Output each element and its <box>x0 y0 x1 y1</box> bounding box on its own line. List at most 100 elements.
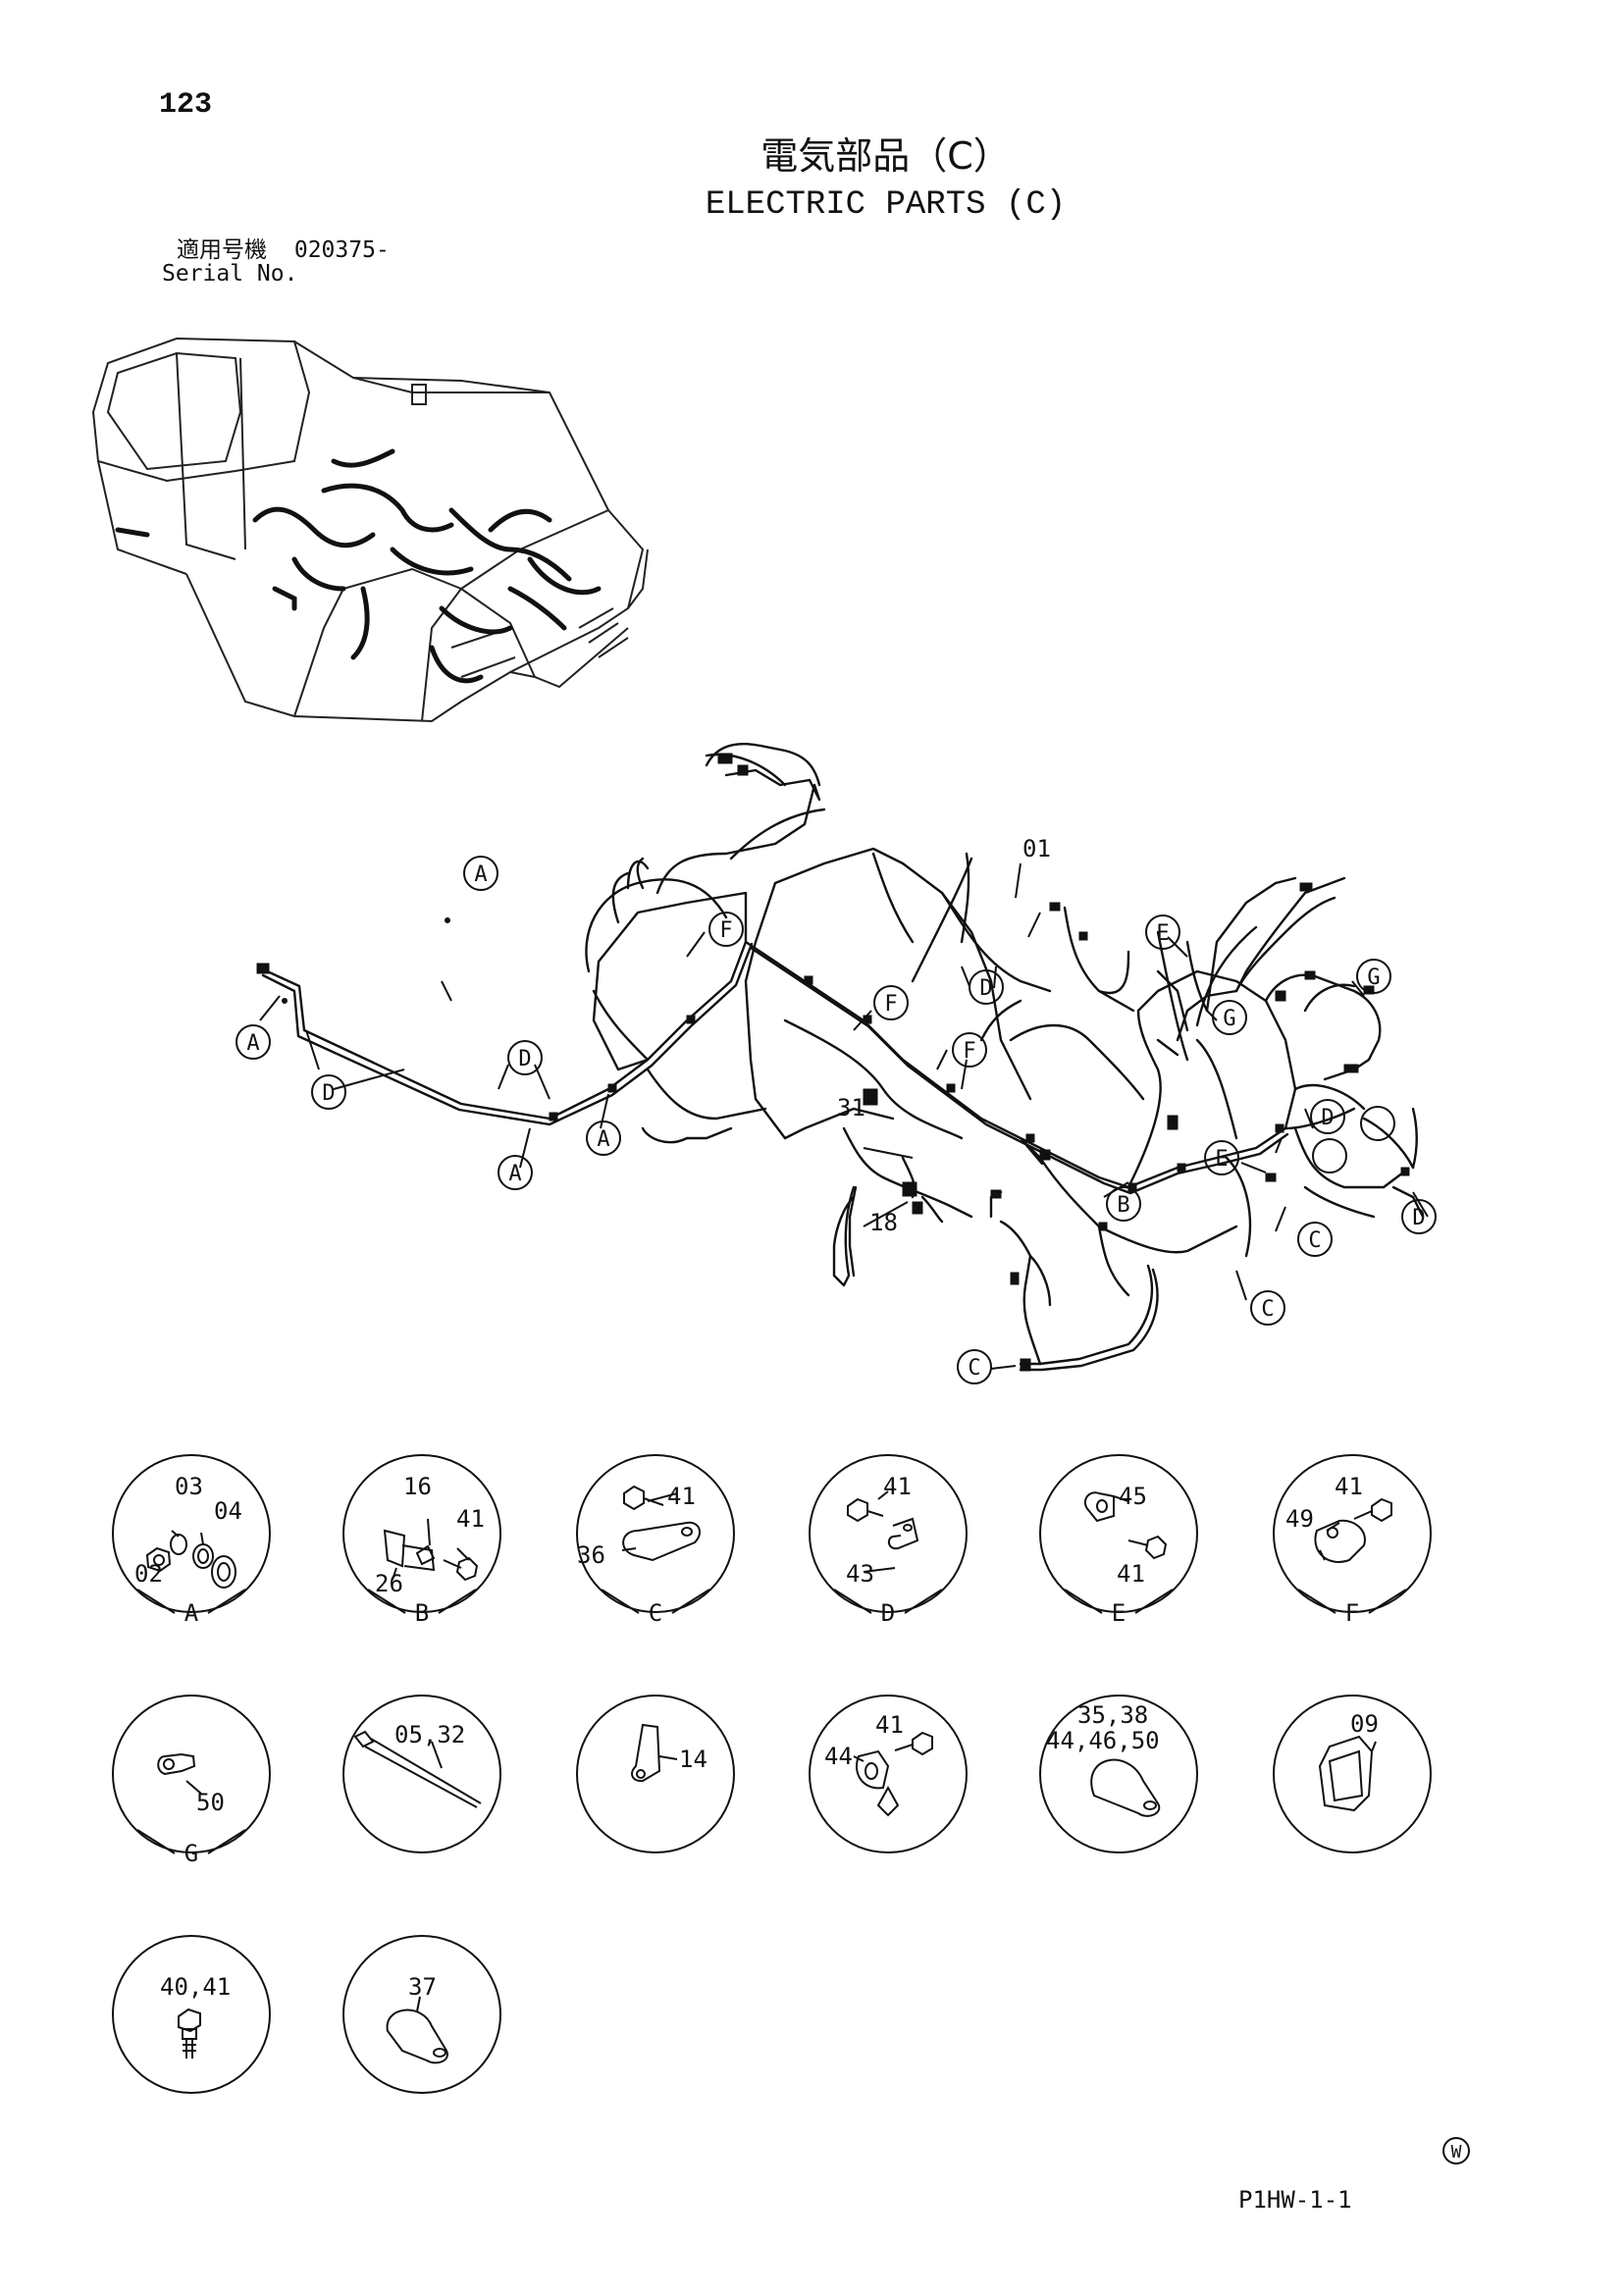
part-label: 49 <box>1285 1505 1314 1533</box>
part-label: 41 <box>875 1711 904 1739</box>
part-label: 50 <box>196 1789 225 1816</box>
part-label: 16 <box>403 1473 432 1500</box>
title-english: ELECTRIC PARTS (C) <box>705 186 1067 224</box>
overview-harness <box>115 448 602 684</box>
part-label: 44,46,50 <box>1046 1727 1160 1754</box>
part-label: 03 <box>175 1473 203 1500</box>
title-japanese: 電気部品（C） <box>760 134 1011 178</box>
bracket-icon <box>631 1723 661 1783</box>
bolt-icon <box>1144 1535 1168 1560</box>
callout-e: E <box>1215 1147 1228 1172</box>
detail-sketches <box>145 1485 1392 2064</box>
cable-tie-icon <box>353 1730 375 1748</box>
part-label: 40,41 <box>160 1973 231 2001</box>
part-label: 41 <box>1117 1560 1145 1588</box>
callout-a: A <box>246 1031 259 1056</box>
clip-icon <box>157 1752 196 1776</box>
callout-e: E <box>1156 921 1169 946</box>
callout-a: A <box>508 1162 521 1186</box>
excavator-overview <box>91 337 649 723</box>
serial-value: 020375- <box>293 237 390 263</box>
harness-labels: 01 31 18 <box>837 835 1051 1236</box>
clamp-icon <box>1083 1491 1115 1523</box>
serial-line: 適用号機 020375- <box>177 239 390 262</box>
part-label: 37 <box>408 1973 437 2001</box>
clamp-icon <box>622 1521 702 1562</box>
callout-c: C <box>1261 1297 1274 1322</box>
detail-part-labels: 03 04 02 16 41 26 41 36 41 43 45 41 41 4… <box>134 1473 1379 2001</box>
part-label: 36 <box>577 1541 605 1569</box>
detail-letter-g: G <box>184 1840 198 1867</box>
dot-marker <box>282 998 288 1004</box>
serial-label-jp: 適用号機 <box>177 237 267 263</box>
callout-b: B <box>1117 1193 1129 1218</box>
clamp-icon <box>1314 1519 1366 1563</box>
callout-f: F <box>963 1039 975 1064</box>
part-label: 02 <box>134 1560 163 1588</box>
detail-letter-c: C <box>649 1599 662 1627</box>
part-label: 14 <box>679 1746 707 1773</box>
label-bolt: 18 <box>869 1209 898 1236</box>
bolt-icon <box>1371 1497 1392 1523</box>
callout-d: D <box>1412 1206 1425 1230</box>
callout-a: A <box>597 1127 609 1152</box>
page-number: 123 <box>159 88 213 122</box>
svg-text:W: W <box>1451 2142 1462 2163</box>
label-harness: 01 <box>1022 835 1051 862</box>
callout-f: F <box>719 918 732 943</box>
washer-icon <box>170 1534 187 1555</box>
callout-d: D <box>1321 1106 1334 1130</box>
nut-icon <box>145 1546 172 1573</box>
bolt-icon <box>178 2008 201 2033</box>
part-label: 44 <box>824 1743 853 1770</box>
detail-circles <box>112 1454 1432 2094</box>
detail-letter-f: F <box>1345 1599 1359 1627</box>
bolt-icon <box>847 1497 868 1523</box>
part-label: 04 <box>214 1497 242 1525</box>
label-clamp: 31 <box>837 1094 865 1121</box>
w-mark: W <box>1442 2137 1470 2165</box>
part-label: 43 <box>846 1560 874 1588</box>
part-label: 35,38 <box>1077 1701 1148 1729</box>
main-callout-letters: A A D D A A F D F F E G G E D C D C C B <box>246 862 1425 1381</box>
detail-letter-a: A <box>184 1599 199 1627</box>
callout-a: A <box>474 862 487 887</box>
callout-d: D <box>322 1081 335 1106</box>
part-label: 05,32 <box>394 1721 465 1748</box>
ring-terminal-icon <box>211 1555 236 1589</box>
clip-icon <box>887 1517 919 1550</box>
part-label: 41 <box>456 1505 485 1533</box>
letter-gaps <box>136 1589 1407 1854</box>
serial-label-en: Serial No. <box>162 261 298 287</box>
part-label: 45 <box>1119 1483 1147 1510</box>
bolt-icon <box>623 1485 645 1511</box>
main-callouts <box>236 856 1437 1384</box>
dot-marker <box>445 917 450 923</box>
clamp-icon <box>386 2008 448 2064</box>
part-label: 09 <box>1350 1710 1379 1738</box>
callout-c: C <box>968 1356 980 1381</box>
part-label: 41 <box>667 1483 696 1510</box>
harness-connectors <box>256 753 1410 1372</box>
callout-d: D <box>518 1047 531 1071</box>
callout-g: G <box>1223 1007 1235 1031</box>
part-label: 41 <box>883 1473 912 1500</box>
part-label: 26 <box>375 1570 403 1597</box>
callout-f: F <box>884 992 897 1017</box>
detail-letter-d: D <box>881 1599 895 1627</box>
bolt-icon <box>912 1731 933 1756</box>
connector-icon <box>1318 1735 1374 1812</box>
bolt-icon <box>455 1556 479 1582</box>
part-code: P1HW-1-1 <box>1238 2186 1352 2214</box>
clamp-icon <box>856 1749 890 1790</box>
detail-letter-b: B <box>415 1599 429 1627</box>
detail-letter-e: E <box>1112 1599 1126 1627</box>
part-label: 41 <box>1335 1473 1363 1500</box>
callout-d: D <box>979 976 992 1001</box>
clamp-icon <box>1090 1758 1161 1817</box>
detail-letters: A B C D E F G <box>184 1599 1359 1867</box>
main-wiring-harness <box>261 743 1425 1372</box>
callout-g: G <box>1367 965 1380 990</box>
